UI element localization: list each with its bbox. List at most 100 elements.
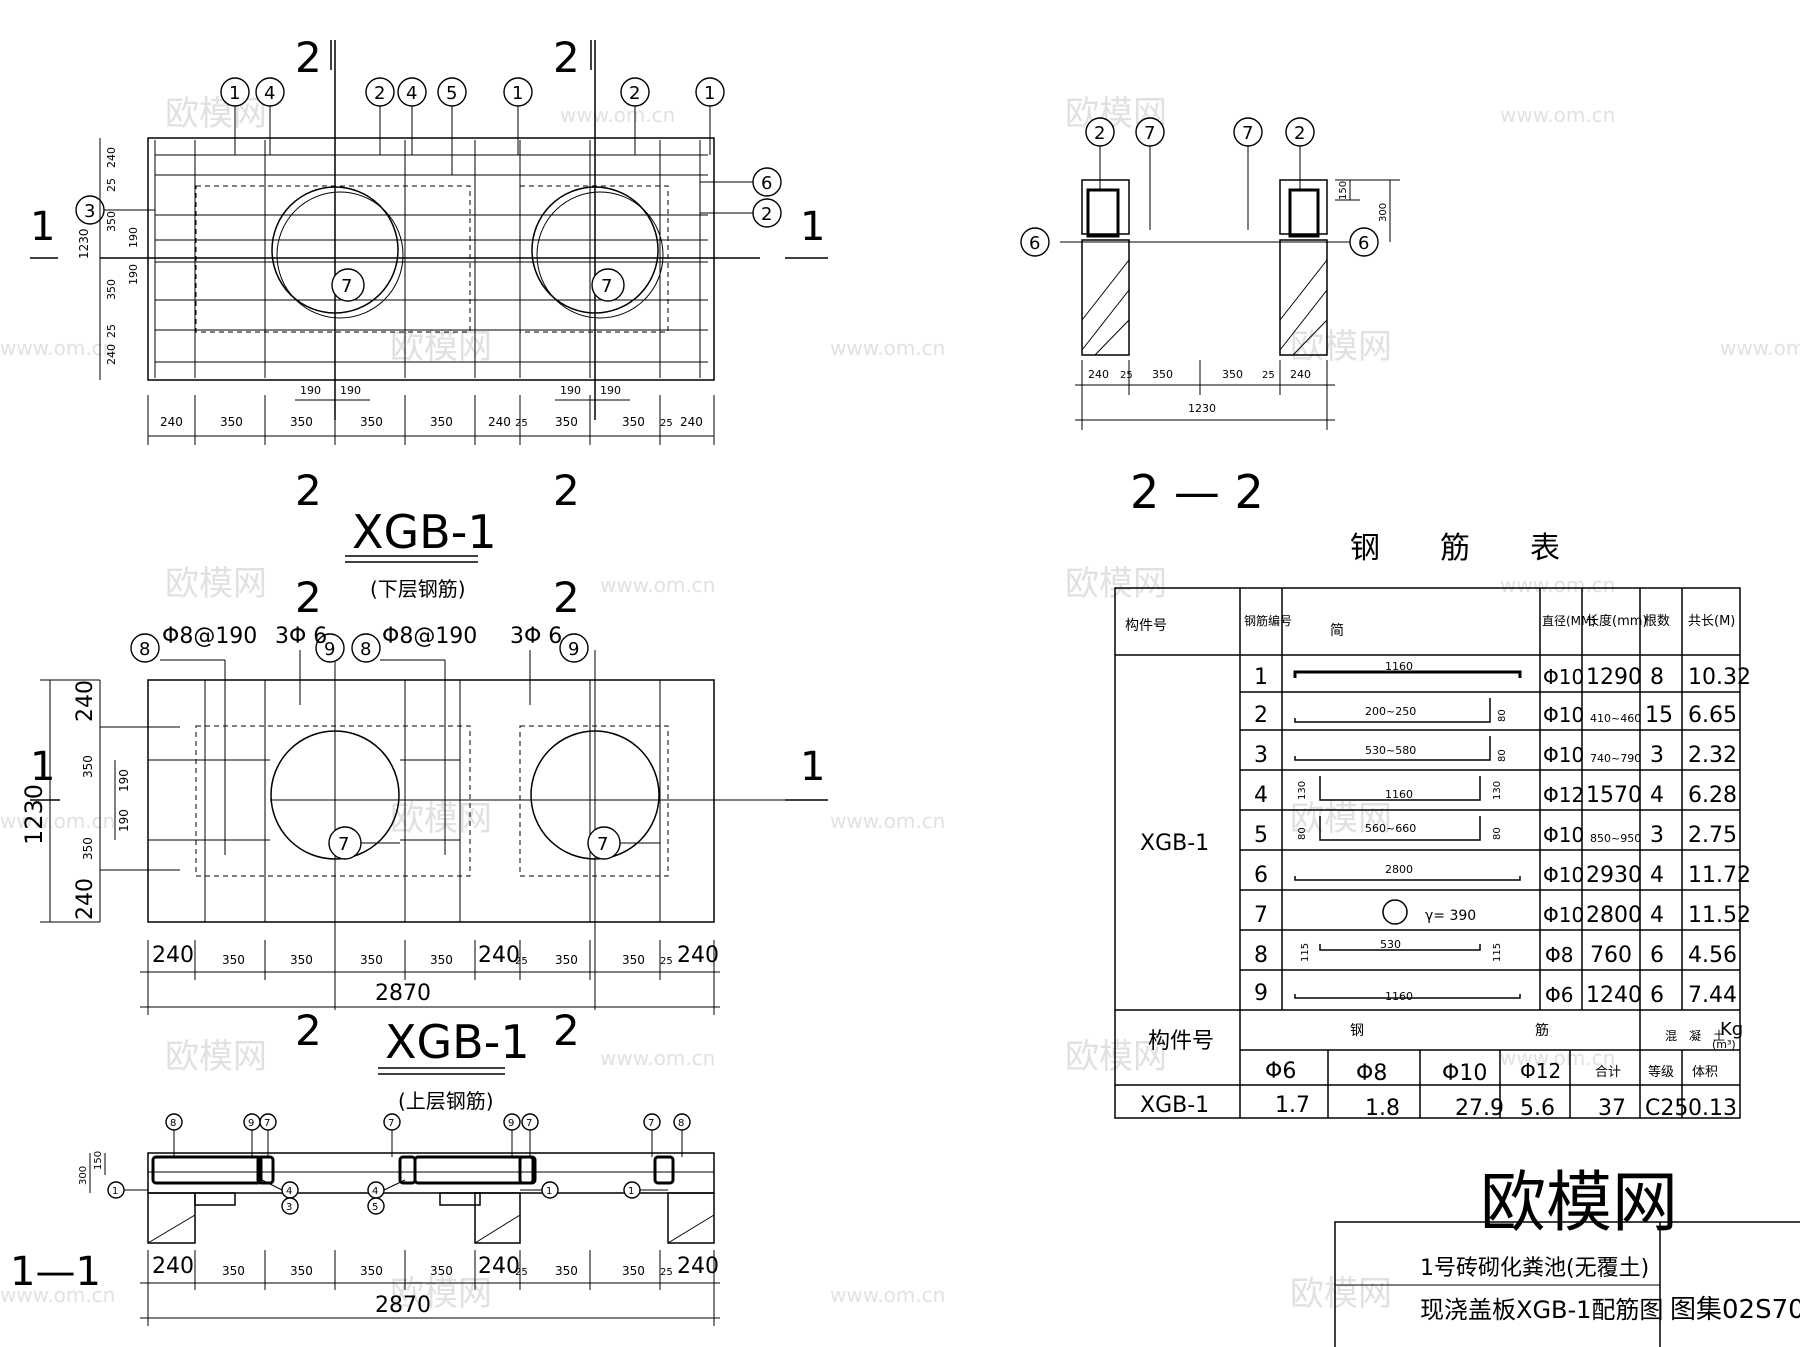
watermark-url: www.om.cn: [830, 809, 945, 833]
svg-text:Φ10: Φ10: [1543, 903, 1584, 927]
svg-text:9: 9: [508, 1118, 514, 1129]
svg-text:3: 3: [1254, 743, 1268, 768]
svg-text:11.72: 11.72: [1688, 863, 1751, 888]
svg-text:240: 240: [152, 943, 194, 968]
slab-section: [147, 1152, 715, 1194]
svg-text:350: 350: [222, 953, 245, 967]
svg-text:190: 190: [600, 384, 621, 397]
svg-text:240: 240: [677, 943, 719, 968]
svg-text:3: 3: [84, 201, 95, 222]
svg-text:4: 4: [1254, 783, 1268, 808]
svg-text:25: 25: [105, 324, 118, 338]
svg-text:300: 300: [1378, 203, 1389, 222]
svg-text:240: 240: [1290, 368, 1311, 381]
svg-text:190: 190: [117, 809, 131, 832]
callout-bubbles: 2 7 7 2 6 6: [1020, 117, 1379, 257]
table-row: 3 530~580 80 Φ10 740~790 3 2.32: [1254, 736, 1737, 768]
svg-text:XGB-1: XGB-1: [1140, 1093, 1209, 1118]
svg-text:240: 240: [73, 878, 98, 920]
svg-text:Φ8: Φ8: [1545, 943, 1573, 967]
watermark-url: www.om.cn: [0, 1283, 115, 1307]
watermark-logo: 欧模网: [1065, 564, 1167, 604]
watermark-logo: 欧模网: [1290, 1274, 1392, 1314]
watermark-url: www.om.cn: [830, 336, 945, 360]
svg-text:C25: C25: [1645, 1096, 1688, 1121]
svg-text:350: 350: [622, 415, 645, 429]
svg-text:5.6: 5.6: [1520, 1096, 1555, 1121]
table-row: 7 γ= 390 Φ10 2800 4 11.52: [1254, 899, 1751, 928]
svg-text:8: 8: [1650, 665, 1664, 690]
svg-text:350: 350: [290, 1264, 313, 1278]
table-row: 5 560~660 80 80 Φ10 850~950 3 2.75: [1254, 816, 1737, 848]
atlas-number: 图集02S701: [1670, 1295, 1800, 1325]
svg-text:Φ12: Φ12: [1520, 1059, 1561, 1083]
svg-text:7: 7: [264, 1118, 270, 1129]
svg-text:25: 25: [515, 418, 528, 429]
svg-text:9: 9: [1254, 981, 1268, 1006]
plan-top-rebar: 1 1 2 2 2 2 8 9 8 9 7 7 Φ8@190 3Φ 6 Φ8@1…: [20, 573, 828, 1113]
svg-text:11.52: 11.52: [1688, 903, 1751, 928]
svg-text:3: 3: [1650, 743, 1664, 768]
slab-outline: [147, 679, 715, 923]
svg-text:240: 240: [105, 344, 118, 365]
table-row: 6 2800 Φ10 2930 4 11.72: [1254, 863, 1751, 888]
brand-logo: 欧模网: [1480, 1164, 1678, 1241]
svg-text:混 凝 土: 混 凝 土: [1665, 1028, 1725, 1043]
watermark-url: www.om.cn: [600, 1046, 715, 1070]
ring-rebar: [536, 191, 664, 319]
hidden-wall: [519, 725, 669, 877]
svg-text:Φ10: Φ10: [1543, 823, 1584, 847]
svg-text:2: 2: [374, 83, 385, 104]
left-dimensions: 1230 240 350 190 190 350 240: [20, 679, 131, 923]
svg-text:2800: 2800: [1586, 903, 1642, 928]
section-title: 2 — 2: [1130, 465, 1264, 519]
svg-text:4.56: 4.56: [1688, 943, 1737, 968]
svg-text:190: 190: [560, 384, 581, 397]
svg-text:27.9: 27.9: [1455, 1096, 1504, 1121]
svg-text:350: 350: [105, 279, 118, 300]
svg-text:合计: 合计: [1595, 1065, 1621, 1080]
svg-text:240: 240: [152, 1254, 194, 1279]
section-mark: 1: [800, 204, 825, 250]
svg-text:钢: 钢: [1350, 1023, 1364, 1039]
svg-text:8: 8: [139, 639, 150, 660]
svg-text:190: 190: [300, 384, 321, 397]
table-row: 1 1160 Φ10 1290 8 10.32: [1254, 660, 1751, 690]
svg-text:240: 240: [478, 1254, 520, 1279]
svg-text:240: 240: [677, 1254, 719, 1279]
svg-text:350: 350: [290, 953, 313, 967]
svg-text:350: 350: [290, 415, 313, 429]
svg-text:760: 760: [1590, 943, 1632, 968]
svg-text:25: 25: [515, 1267, 528, 1278]
callout-bubbles: 8 9 8 9 7 7: [130, 633, 621, 860]
svg-text:150: 150: [1338, 181, 1349, 200]
svg-text:6.65: 6.65: [1688, 703, 1737, 728]
svg-text:1160: 1160: [1385, 990, 1413, 1003]
svg-text:80: 80: [1297, 827, 1308, 840]
svg-text:350: 350: [430, 1264, 453, 1278]
svg-text:2800: 2800: [1385, 863, 1413, 876]
svg-text:7: 7: [338, 834, 349, 855]
table-row: 4 1160 130 130 Φ12 1570 4 6.28: [1254, 776, 1737, 808]
svg-text:190: 190: [127, 227, 140, 248]
svg-text:200~250: 200~250: [1365, 705, 1416, 718]
svg-text:80: 80: [1497, 709, 1508, 722]
svg-text:钢筋编号: 钢筋编号: [1244, 613, 1292, 628]
svg-text:2.32: 2.32: [1688, 743, 1737, 768]
svg-text:350: 350: [1152, 368, 1173, 381]
table-title: 钢 筋 表: [1350, 531, 1560, 566]
svg-text:530~580: 530~580: [1365, 744, 1416, 757]
summary-row: XGB-1 1.7 1.8 27.9 5.6 37 C25 0.13: [1140, 1093, 1737, 1121]
svg-text:6: 6: [1029, 233, 1040, 254]
svg-text:体积: 体积: [1692, 1065, 1718, 1080]
svg-text:1: 1: [112, 1186, 118, 1197]
svg-text:350: 350: [360, 1264, 383, 1278]
watermark-logo: 欧模网: [165, 1037, 267, 1077]
section-mark: 2: [295, 1006, 322, 1055]
svg-text:5: 5: [446, 83, 457, 104]
svg-text:300: 300: [78, 1166, 89, 1185]
svg-text:根数: 根数: [1644, 614, 1670, 629]
watermark-url: www.om.cn: [0, 809, 115, 833]
svg-text:3: 3: [1650, 823, 1664, 848]
